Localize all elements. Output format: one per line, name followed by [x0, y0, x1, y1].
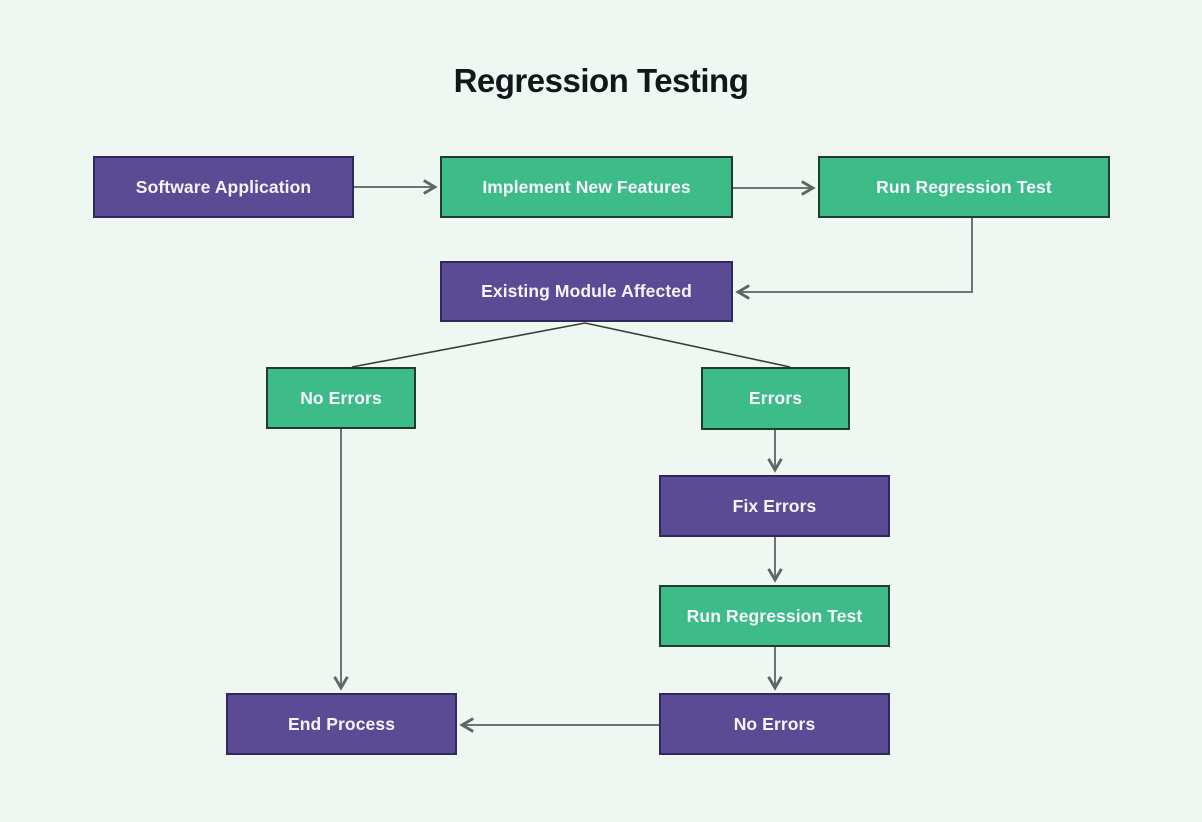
node-software-application: Software Application	[93, 156, 354, 218]
node-label: No Errors	[733, 713, 816, 734]
node-no-errors-2: No Errors	[659, 693, 890, 755]
node-implement-new-features: Implement New Features	[440, 156, 733, 218]
node-label: Run Regression Test	[876, 176, 1052, 197]
edge-existing-module-affected-to-no-errors	[351, 322, 586, 368]
node-label: Fix Errors	[732, 495, 817, 516]
node-fix-errors: Fix Errors	[659, 475, 890, 537]
node-label: Existing Module Affected	[481, 281, 692, 301]
edge-existing-module-affected-to-errors	[584, 322, 791, 368]
node-run-regression-test-1: Run Regression Test	[818, 156, 1110, 218]
node-label: Software Application	[135, 176, 312, 197]
node-errors: Errors	[701, 367, 850, 430]
node-label: Implement New Features	[482, 176, 691, 197]
node-label: Errors	[748, 388, 803, 408]
edge-run-regression-test-to-existing-module-affected	[735, 218, 973, 300]
node-end-process: End Process	[226, 693, 457, 755]
node-label: No Errors	[300, 387, 382, 408]
node-no-errors-1: No Errors	[266, 367, 416, 429]
node-label: Run Regression Test	[686, 605, 863, 626]
diagram-title: Regression Testing	[453, 62, 749, 99]
node-label: End Process	[287, 713, 396, 734]
node-existing-module-affected: Existing Module Affected	[440, 261, 733, 322]
node-run-regression-test-2: Run Regression Test	[659, 585, 890, 647]
